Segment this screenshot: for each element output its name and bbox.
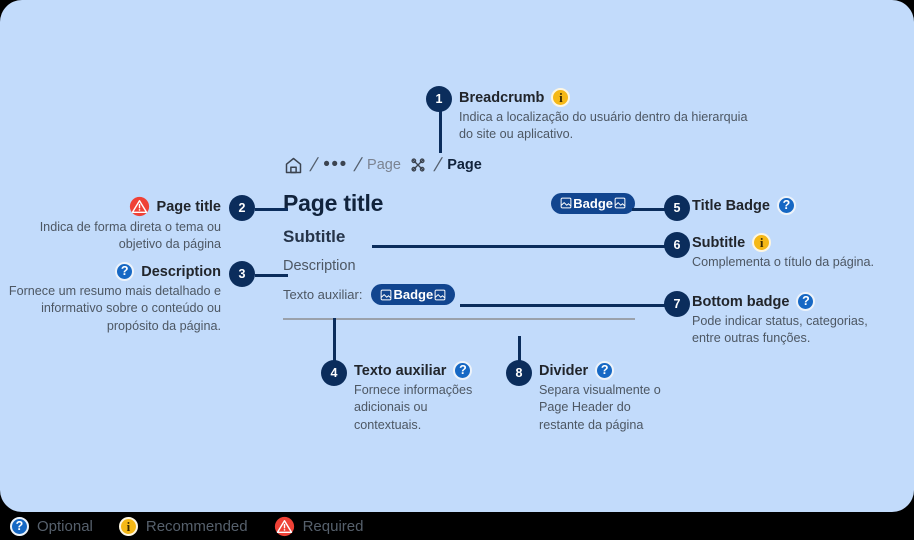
annotation-subtitle: Subtitle i Complementa o título da págin… [692,233,908,271]
legend-item-optional: ? Optional [10,516,93,536]
image-placeholder-icon [434,289,446,301]
annotation-page-title-title: Page title [156,198,221,215]
image-placeholder-icon [380,289,392,301]
leader-line-2 [255,208,288,211]
warning-triangle-icon [129,196,150,217]
annotation-page-title: Page title Indica de forma direta o tema… [0,196,221,254]
leader-line-3 [255,274,288,277]
bottom-badge[interactable]: Badge [371,284,456,305]
legend-item-recommended: i Recommended [118,516,248,536]
annotation-description-title: Description [141,263,221,280]
bottom-badge-label: Badge [393,287,434,302]
image-placeholder-icon [560,197,572,209]
subtitle: Subtitle [283,227,346,246]
breadcrumb-item-page[interactable]: Page [367,157,401,173]
leader-line-4 [333,318,336,372]
annotation-subtitle-body: Complementa o título da página. [692,255,875,269]
page-header-mock: / ••• / Page / Page [283,148,635,320]
breadcrumb: / ••• / Page / Page [283,148,635,182]
legend-label-required: Required [302,517,364,535]
annotation-title-badge: Title Badge ? [692,196,902,215]
image-placeholder-icon [614,197,626,209]
diagram-canvas: / ••• / Page / Page [0,0,914,512]
marker-7[interactable]: 7 [664,291,690,317]
warning-triangle-icon [274,516,295,537]
marker-2[interactable]: 2 [229,195,255,221]
annotation-divider-body: Separa visualmente o Page Header do rest… [539,383,661,432]
annotation-divider: Divider ? Separa visualmente o Page Head… [539,361,679,434]
legend-item-required: Required [274,516,364,537]
annotation-divider-title: Divider [539,362,589,379]
breadcrumb-separator-2: / [351,154,364,176]
annotation-aux-text: Texto auxiliar ? Fornece informações adi… [354,361,479,434]
annotation-page-title-head: Page title [0,196,221,217]
legend-bar: ? Optional i Recommended Required [0,512,914,540]
question-mark-icon: ? [796,292,816,311]
marker-4[interactable]: 4 [321,360,347,386]
question-mark-icon: ? [595,361,615,380]
annotation-page-title-body: Indica de forma direta o tema ou objetiv… [39,220,221,252]
title-badge[interactable]: Badge [551,192,635,214]
annotation-description-head: ? Description [0,262,221,281]
annotation-description: ? Description Fornece um resumo mais det… [0,262,221,335]
annotation-breadcrumb: Breadcrumb i Indica a localização do usu… [459,88,749,144]
annotation-bottom-badge-title: Bottom badge [692,293,790,310]
annotation-aux-text-head: Texto auxiliar ? [354,361,479,380]
legend-label-optional: Optional [37,517,93,535]
info-icon: i [752,233,772,252]
divider [283,318,635,320]
annotation-divider-head: Divider ? [539,361,679,380]
question-mark-icon: ? [10,516,29,536]
title-row: Page title Badge [283,188,635,218]
annotation-title-badge-title: Title Badge [692,197,770,214]
annotation-bottom-badge: Bottom badge ? Pode indicar status, cate… [692,292,870,348]
leader-line-8 [518,336,521,372]
annotation-bottom-badge-head: Bottom badge ? [692,292,870,311]
marker-3[interactable]: 3 [229,261,255,287]
marker-8[interactable]: 8 [506,360,532,386]
leader-line-1 [439,105,442,153]
page-title: Page title [283,189,384,216]
question-mark-icon: ? [776,196,796,215]
marker-1[interactable]: 1 [426,86,452,112]
info-icon: i [118,516,138,536]
leader-line-7 [460,304,668,307]
annotation-breadcrumb-head: Breadcrumb i [459,88,749,107]
annotation-title-badge-head: Title Badge ? [692,196,902,215]
annotation-subtitle-head: Subtitle i [692,233,908,252]
description: Description [283,258,356,274]
breadcrumb-separator-3: / [431,154,444,176]
marker-6[interactable]: 6 [664,232,690,258]
aux-row: Texto auxiliar: Badge [283,284,635,305]
legend-label-recommended: Recommended [145,517,248,535]
annotation-breadcrumb-title: Breadcrumb [459,89,545,106]
annotation-aux-text-title: Texto auxiliar [354,362,447,379]
title-badge-label: Badge [573,195,613,211]
leader-line-6 [372,245,668,248]
question-mark-icon: ? [115,262,135,281]
marker-5[interactable]: 5 [664,195,690,221]
annotation-description-body: Fornece um resumo mais detalhado e infor… [8,284,221,333]
aux-text: Texto auxiliar: [283,287,363,302]
annotation-breadcrumb-body: Indica a localização do usuário dentro d… [459,110,748,142]
breadcrumb-current-page: Page [447,157,482,173]
home-icon[interactable] [283,155,304,176]
info-icon: i [551,88,571,107]
question-mark-icon: ? [453,361,473,380]
leader-line-5 [632,208,668,211]
breadcrumb-ellipsis[interactable]: ••• [323,154,348,176]
annotation-subtitle-title: Subtitle [692,234,746,251]
unknown-glyph-icon [408,155,428,175]
annotation-bottom-badge-body: Pode indicar status, categorias, entre o… [692,314,868,346]
breadcrumb-separator-1: / [307,154,320,176]
annotation-aux-text-body: Fornece informações adicionais ou contex… [354,383,473,432]
